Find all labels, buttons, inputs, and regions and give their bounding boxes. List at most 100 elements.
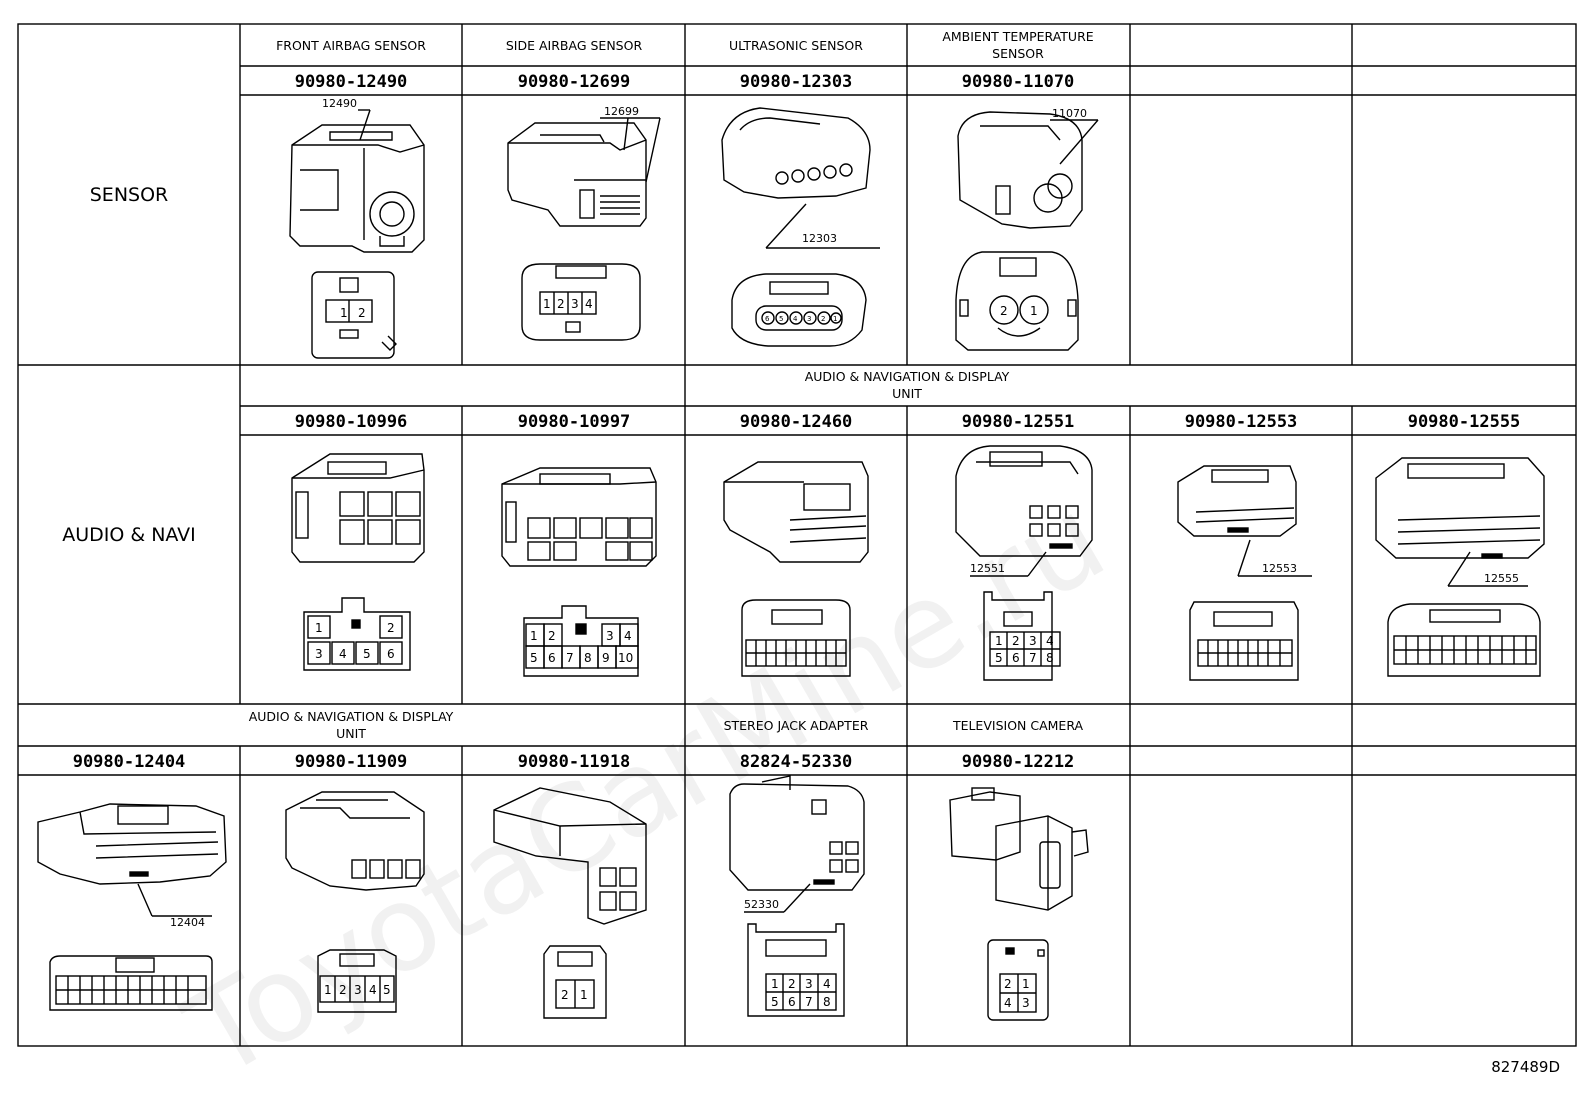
- callout-12699: 12699: [604, 105, 639, 118]
- connector-11909-drawing: [285, 791, 425, 1013]
- header-audio-nav-display-line1: AUDIO & NAVIGATION & DISPLAY: [805, 369, 1010, 384]
- header-audio-nav-display-line2-r3: UNIT: [336, 726, 366, 741]
- pin-12551-1: 1: [995, 634, 1003, 648]
- part-number-90980-12553: 90980-12553: [1185, 412, 1298, 432]
- pin-12303-6: 6: [765, 315, 770, 323]
- pin-52330-8: 8: [823, 995, 831, 1009]
- pin-12212-2: 2: [1004, 977, 1012, 991]
- callout-52330: 52330: [744, 898, 779, 911]
- part-number-90980-12555: 90980-12555: [1408, 412, 1521, 432]
- pin-10997-6: 6: [548, 651, 556, 665]
- pin-11909-3: 3: [354, 983, 362, 997]
- pin-52330-7: 7: [805, 995, 813, 1009]
- connector-12303-drawing: [721, 107, 880, 347]
- pin-12551-5: 5: [995, 651, 1003, 665]
- part-number-90980-12551: 90980-12551: [962, 412, 1075, 432]
- pin-10997-10: 10: [618, 651, 633, 665]
- pin-10997-8: 8: [584, 651, 592, 665]
- pin-12303-5: 5: [779, 315, 783, 323]
- pin-12699-3: 3: [571, 297, 579, 311]
- table-grid: [17, 23, 1577, 1047]
- connector-11918-drawing: [493, 787, 647, 1019]
- category-sensor: SENSOR: [90, 184, 169, 206]
- pin-12551-2: 2: [1012, 634, 1020, 648]
- header-audio-nav-display-line2: UNIT: [892, 386, 922, 401]
- pin-52330-2: 2: [788, 977, 796, 991]
- connector-12553-drawing: [1177, 465, 1312, 681]
- header-ambient-temperature-line1: AMBIENT TEMPERATURE: [942, 29, 1093, 44]
- callout-12553: 12553: [1262, 562, 1297, 575]
- header-stereo-jack-adapter: STEREO JACK ADAPTER: [724, 718, 869, 733]
- pin-10997-1: 1: [530, 629, 538, 643]
- pin-11909-5: 5: [383, 983, 391, 997]
- part-number-90980-12212: 90980-12212: [962, 752, 1075, 772]
- callout-12404: 12404: [170, 916, 205, 929]
- callout-12551: 12551: [970, 562, 1005, 575]
- connector-11070-drawing: [955, 111, 1099, 351]
- connector-12699-drawing: [507, 117, 661, 341]
- pin-10997-7: 7: [566, 651, 574, 665]
- part-number-90980-11070: 90980-11070: [962, 72, 1075, 92]
- pin-11909-2: 2: [339, 983, 347, 997]
- connector-12551-drawing: [955, 445, 1093, 681]
- pin-12490-1: 1: [340, 306, 348, 320]
- header-audio-nav-display-line1-r3: AUDIO & NAVIGATION & DISPLAY: [249, 709, 454, 724]
- pin-12551-8: 8: [1046, 651, 1054, 665]
- pin-52330-6: 6: [788, 995, 796, 1009]
- pin-12212-3: 3: [1022, 996, 1030, 1010]
- pin-11070-1: 1: [1030, 304, 1038, 318]
- pin-12303-3: 3: [807, 315, 811, 323]
- pin-12699-4: 4: [585, 297, 593, 311]
- part-number-90980-11909: 90980-11909: [295, 752, 408, 772]
- part-number-90980-12404: 90980-12404: [73, 752, 186, 772]
- part-number-90980-11918: 90980-11918: [518, 752, 631, 772]
- part-number-90980-12490: 90980-12490: [295, 72, 408, 92]
- part-number-90980-12303: 90980-12303: [740, 72, 853, 92]
- header-front-airbag-sensor: FRONT AIRBAG SENSOR: [276, 38, 426, 53]
- part-number-90980-12460: 90980-12460: [740, 412, 853, 432]
- pin-10997-4: 4: [624, 629, 632, 643]
- part-number-90980-10997: 90980-10997: [518, 412, 631, 432]
- pin-12212-1: 1: [1022, 977, 1030, 991]
- pin-12303-1: 1: [833, 315, 837, 323]
- category-audio-navi: AUDIO & NAVI: [62, 524, 196, 546]
- pin-10997-3: 3: [606, 629, 614, 643]
- pin-11070-2: 2: [1000, 304, 1008, 318]
- pin-12699-1: 1: [543, 297, 551, 311]
- header-television-camera: TELEVISION CAMERA: [952, 718, 1084, 733]
- pin-52330-5: 5: [771, 995, 779, 1009]
- pin-12551-7: 7: [1029, 651, 1037, 665]
- pin-10997-9: 9: [602, 651, 610, 665]
- connector-10997-drawing: [501, 467, 657, 677]
- header-ambient-temperature-line2: SENSOR: [992, 46, 1044, 61]
- figure-number: 827489D: [1491, 1058, 1560, 1076]
- pin-12303-2: 2: [821, 315, 825, 323]
- pin-10996-5: 5: [363, 647, 371, 661]
- connector-12212-drawing: [949, 787, 1089, 1021]
- pin-11909-1: 1: [324, 983, 332, 997]
- pin-10996-1: 1: [315, 621, 323, 635]
- header-ultrasonic-sensor: ULTRASONIC SENSOR: [729, 38, 863, 53]
- header-side-airbag-sensor: SIDE AIRBAG SENSOR: [506, 38, 643, 53]
- pin-52330-4: 4: [823, 977, 831, 991]
- connector-12555-drawing: [1375, 457, 1545, 677]
- pin-10997-2: 2: [548, 629, 556, 643]
- pin-10996-4: 4: [339, 647, 347, 661]
- pin-10997-5: 5: [530, 651, 538, 665]
- pin-52330-1: 1: [771, 977, 779, 991]
- connector-10996-drawing: [291, 453, 425, 671]
- pin-52330-3: 3: [805, 977, 813, 991]
- connector-12404-drawing: [37, 803, 227, 1011]
- pin-12551-4: 4: [1046, 634, 1054, 648]
- callout-11070: 11070: [1052, 107, 1087, 120]
- connector-12490-drawing: [289, 109, 425, 359]
- pin-11918-1: 1: [580, 988, 588, 1002]
- part-number-90980-12699: 90980-12699: [518, 72, 631, 92]
- pin-10996-6: 6: [387, 647, 395, 661]
- connector-52330-drawing: [729, 775, 865, 1017]
- pin-12212-4: 4: [1004, 996, 1012, 1010]
- pin-12699-2: 2: [557, 297, 565, 311]
- part-number-90980-10996: 90980-10996: [295, 412, 408, 432]
- pin-11918-2: 2: [561, 988, 569, 1002]
- connector-12460-drawing: [723, 461, 869, 677]
